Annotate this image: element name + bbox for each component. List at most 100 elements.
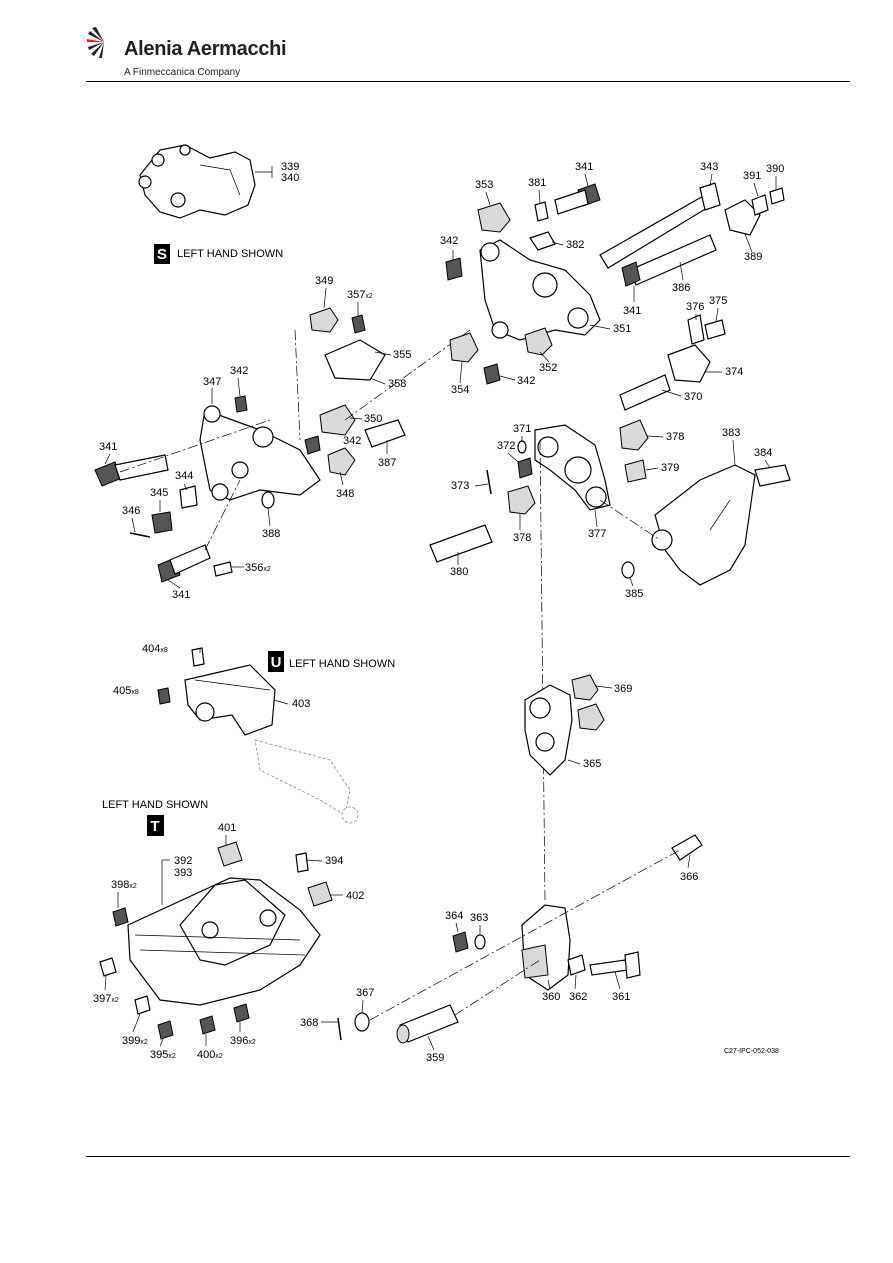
callout-400: 400x2: [197, 1049, 223, 1061]
bolt-341-shank-b: [169, 544, 211, 575]
callout-378: 378: [666, 431, 684, 443]
alenia-logo-icon: [87, 27, 104, 58]
fitting-351: [479, 239, 601, 341]
callout-399: 399x2: [122, 1035, 148, 1047]
callout-383: 383: [722, 427, 740, 439]
clip-388: [261, 491, 275, 509]
bracket-347: [199, 405, 321, 501]
callout-343: 343: [700, 161, 718, 173]
nut-405: [157, 687, 171, 705]
bolt-390: [769, 187, 785, 205]
callout-377: 377: [588, 528, 606, 540]
cap-389: [724, 199, 761, 236]
callout-396: 396x2: [230, 1035, 256, 1047]
callout-368: 368: [300, 1017, 318, 1029]
callout-342: 342: [440, 235, 458, 247]
footer-rule: [86, 1156, 850, 1157]
bushing-352: [524, 327, 553, 356]
callout-374: 374: [725, 366, 743, 378]
support-392-393: [127, 877, 321, 1006]
washer-363: [474, 934, 486, 950]
callout-389: 389: [744, 251, 762, 263]
callout-388: 388: [262, 528, 280, 540]
nut-364: [452, 931, 469, 953]
callout-358: 358: [388, 378, 406, 390]
callout-341: 341: [575, 161, 593, 173]
nut-396: [233, 1003, 250, 1023]
bushing-348: [327, 447, 356, 476]
link-377: [534, 424, 611, 511]
callout-405: 405x8: [113, 685, 139, 697]
bushing-369-a: [571, 674, 599, 701]
callout-351: 351: [613, 323, 631, 335]
callout-345: 345: [150, 487, 168, 499]
view-s-box: [154, 244, 170, 264]
callout-380: 380: [450, 566, 468, 578]
bushing-350: [319, 404, 356, 436]
callout-372: 372: [497, 440, 515, 452]
bushing-378-a: [619, 419, 649, 451]
brand-name: Alenia Aermacchi: [124, 38, 287, 60]
callout-340: 340: [281, 172, 299, 184]
callout-359: 359: [426, 1052, 444, 1064]
callout-356: 356x2: [245, 562, 271, 574]
callout-365: 365: [583, 758, 601, 770]
callout-366: 366: [680, 871, 698, 883]
brand-tagline: A Finmeccanica Company: [124, 67, 241, 78]
callout-339: 339: [281, 161, 299, 173]
callout-346: 346: [122, 505, 140, 517]
bolt-397: [99, 957, 117, 977]
callout-342: 342: [517, 375, 535, 387]
pin-387: [364, 419, 406, 448]
callout-373: 373: [451, 480, 469, 492]
callout-402: 402: [346, 890, 364, 902]
washer-367: [354, 1012, 370, 1032]
callout-381: 381: [528, 177, 546, 189]
plate-362: [567, 954, 586, 976]
callout-371: 371: [513, 423, 531, 435]
callout-362: 362: [569, 991, 587, 1003]
callout-344: 344: [175, 470, 193, 482]
nut-342-b: [304, 435, 321, 455]
shaft-370: [619, 374, 671, 411]
callout-349: 349: [315, 275, 333, 287]
washer-344: [179, 485, 198, 509]
callout-384: 384: [754, 447, 772, 459]
callout-360: 360: [542, 991, 560, 1003]
pin-380: [429, 524, 493, 563]
bushing-349: [309, 307, 339, 333]
callout-341: 341: [172, 589, 190, 601]
callout-382: 382: [566, 239, 584, 251]
callout-391: 391: [743, 170, 761, 182]
callout-397: 397x2: [93, 993, 119, 1005]
bushing-402: [307, 881, 333, 907]
callout-347: 347: [203, 376, 221, 388]
callout-354: 354: [451, 384, 469, 396]
callout-390: 390: [766, 163, 784, 175]
header-rule: [86, 81, 850, 82]
nut-345: [151, 511, 173, 534]
callout-375: 375: [709, 295, 727, 307]
pin-366: [671, 834, 703, 861]
callout-363: 363: [470, 912, 488, 924]
callout-404: 404x8: [142, 643, 168, 655]
bolt-341-shank-a: [114, 454, 169, 481]
callout-342: 342: [230, 365, 248, 377]
bushing-401: [217, 841, 243, 867]
bolt-375: [704, 319, 726, 340]
bolt-381: [534, 201, 549, 222]
nut-342-a: [234, 395, 248, 413]
clip-385: [621, 561, 635, 579]
plate-382: [529, 231, 556, 251]
bushing-369-b: [577, 703, 605, 731]
bushing-378-b: [507, 485, 536, 515]
callout-403: 403: [292, 698, 310, 710]
view-u-box: [268, 651, 284, 672]
callout-379: 379: [661, 462, 679, 474]
pin-346: [129, 532, 151, 538]
callout-361: 361: [612, 991, 630, 1003]
housing-339-340: [138, 144, 273, 219]
callout-341: 341: [623, 305, 641, 317]
bolt-404: [191, 647, 205, 667]
callout-387: 387: [378, 457, 396, 469]
